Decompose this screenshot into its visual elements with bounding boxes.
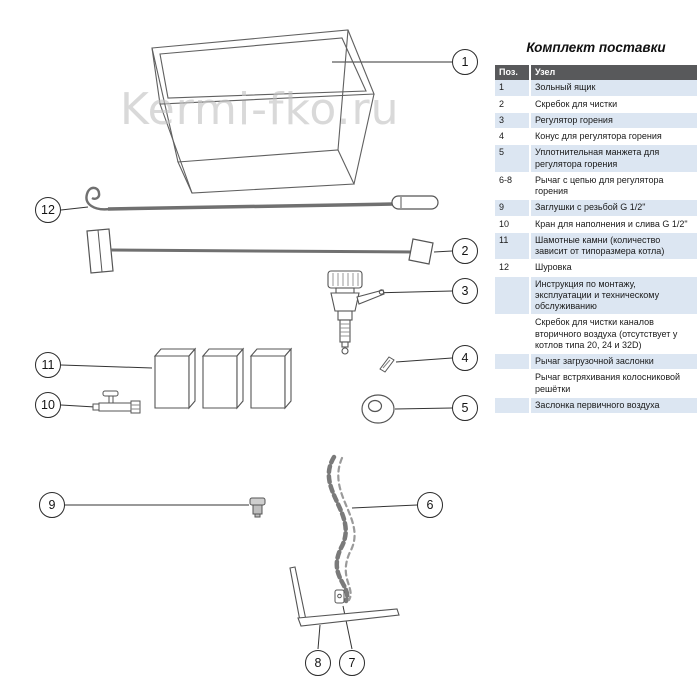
table-row: Рычаг встряхивания колосниковой решётки xyxy=(495,369,697,398)
table-row: 12 Шуровка xyxy=(495,259,697,277)
cell-unit: Скребок для чистки xyxy=(530,96,697,113)
callout-3: 3 xyxy=(452,278,478,304)
callout-6: 6 xyxy=(417,492,443,518)
header-pos: Поз. xyxy=(495,65,531,81)
cell-unit: Скребок для чистки каналов вторичного во… xyxy=(530,314,697,354)
table-row: 4 Конус для регулятора горения xyxy=(495,128,697,146)
cell-unit: Рычаг встряхивания колосниковой решётки xyxy=(530,369,697,398)
regulator-drawing xyxy=(327,270,385,355)
cell-unit: Регулятор горения xyxy=(530,112,697,130)
chamotte-stones-drawing xyxy=(153,347,293,410)
table-row: Скребок для чистки каналов вторичного во… xyxy=(495,314,697,354)
cell-pos xyxy=(495,353,531,371)
callout-9: 9 xyxy=(39,492,65,518)
callout-11: 11 xyxy=(35,352,61,378)
parts-table: Поз. Узел 1 Зольный ящик 2 Скребок для ч… xyxy=(495,65,697,415)
cell-unit: Шуровка xyxy=(530,259,697,277)
cell-pos: 12 xyxy=(495,259,531,277)
cell-unit: Рычаг с цепью для регулятора горения xyxy=(530,172,697,201)
seal-ring-drawing xyxy=(361,394,395,424)
cell-pos: 6-8 xyxy=(495,172,531,201)
cell-pos xyxy=(495,314,531,354)
cell-unit: Шамотные камни (количество зависит от ти… xyxy=(530,232,697,261)
table-row: 9 Заглушки с резьбой G 1/2" xyxy=(495,199,697,217)
chain-drawing xyxy=(326,454,356,604)
cone-drawing xyxy=(379,356,395,373)
table-title: Комплект поставки xyxy=(526,40,666,55)
table-row: Заслонка первичного воздуха xyxy=(495,397,697,415)
table-row: 2 Скребок для чистки xyxy=(495,96,697,113)
cell-pos: 2 xyxy=(495,96,531,113)
callout-7: 7 xyxy=(339,650,365,676)
table-row: 3 Регулятор горения xyxy=(495,112,697,130)
cell-pos xyxy=(495,397,531,415)
ash-box-drawing xyxy=(151,29,375,194)
callout-1: 1 xyxy=(452,49,478,75)
table-row: 11 Шамотные камни (количество зависит от… xyxy=(495,232,697,261)
callout-8: 8 xyxy=(305,650,331,676)
plug-drawing xyxy=(249,497,266,518)
cell-pos: 3 xyxy=(495,112,531,130)
callout-12: 12 xyxy=(35,197,61,223)
callout-5: 5 xyxy=(452,395,478,421)
cell-pos xyxy=(495,276,531,316)
table-row: Инструкция по монтажу, эксплуатации и те… xyxy=(495,276,697,316)
table-row: 10 Кран для наполнения и слива G 1/2" xyxy=(495,216,697,233)
table-row: 6-8 Рычаг с цепью для регулятора горения xyxy=(495,172,697,201)
cell-pos: 11 xyxy=(495,232,531,261)
scraper-drawing xyxy=(86,228,434,274)
cell-pos: 1 xyxy=(495,80,531,97)
table-row: 1 Зольный ящик xyxy=(495,80,697,97)
clevis-drawing xyxy=(334,589,345,604)
cell-unit: Уплотнительная манжета для регулятора го… xyxy=(530,144,697,173)
poker-drawing xyxy=(85,186,439,211)
cell-unit: Кран для наполнения и слива G 1/2" xyxy=(530,216,697,233)
header-unit: Узел xyxy=(530,65,697,81)
table-row: Рычаг загрузочной заслонки xyxy=(495,353,697,371)
cell-unit: Конус для регулятора горения xyxy=(530,128,697,146)
cell-unit: Зольный ящик xyxy=(530,80,697,97)
cell-unit: Рычаг загрузочной заслонки xyxy=(530,353,697,371)
cell-pos: 4 xyxy=(495,128,531,146)
cell-pos: 5 xyxy=(495,144,531,173)
callout-10: 10 xyxy=(35,392,61,418)
callout-2: 2 xyxy=(452,238,478,264)
lever-drawing xyxy=(289,566,400,627)
cell-pos: 10 xyxy=(495,216,531,233)
table-header-row: Поз. Узел xyxy=(495,65,697,81)
cell-unit: Инструкция по монтажу, эксплуатации и те… xyxy=(530,276,697,316)
callout-lines xyxy=(60,61,453,650)
table-row: 5 Уплотнительная манжета для регулятора … xyxy=(495,144,697,173)
cell-pos xyxy=(495,369,531,398)
cell-unit: Заглушки с резьбой G 1/2" xyxy=(530,199,697,217)
filling-tap-drawing xyxy=(92,390,141,414)
cell-pos: 9 xyxy=(495,199,531,217)
callout-4: 4 xyxy=(452,345,478,371)
delivery-kit-panel: Комплект поставки Поз. Узел 1 Зольный ящ… xyxy=(495,40,697,415)
cell-unit: Заслонка первичного воздуха xyxy=(530,397,697,415)
